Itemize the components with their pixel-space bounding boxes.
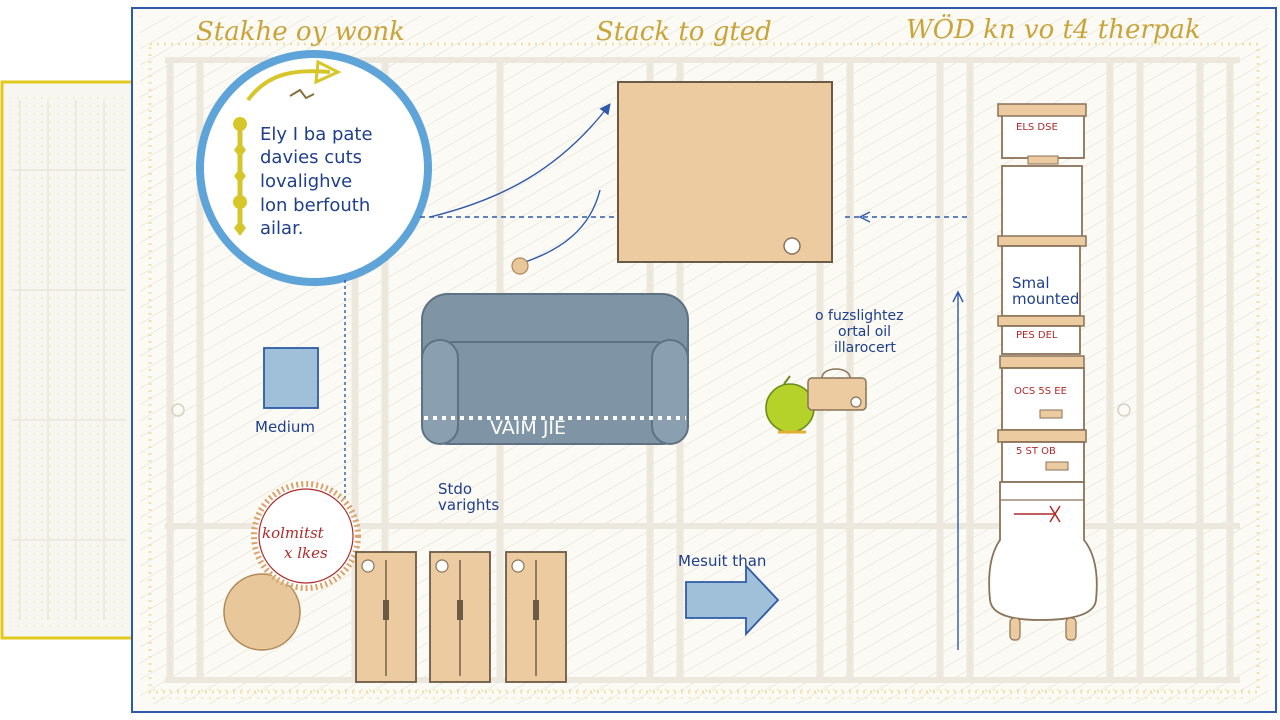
tower-box-label-1: ELS DSE xyxy=(1016,122,1058,133)
callout-line-3: lovalighve xyxy=(260,171,352,192)
connector-lines xyxy=(344,103,970,650)
stud-label-line-1: Stdo xyxy=(438,480,472,498)
round-label-line-2: x lkes xyxy=(284,544,328,562)
round-label-line-1: kolmitst xyxy=(262,524,325,542)
tower-box-label-5: OCS 5S EE xyxy=(1014,386,1067,397)
wall-board xyxy=(617,81,833,263)
tower-box-label-4: PES DEL xyxy=(1016,330,1058,341)
lightez-label-line-3: illarocert xyxy=(834,340,896,356)
header-left: Stakhe oy wonk xyxy=(196,17,405,47)
stud-label-line-2: varights xyxy=(438,496,499,514)
cabinet-row xyxy=(355,551,567,683)
small-label-line-1: Smal xyxy=(1012,274,1050,292)
lightez-label-line-2: ortal oil xyxy=(838,324,891,340)
callout-line-5: ailar. xyxy=(260,218,304,239)
callout-line-1: Ely I ba pate xyxy=(260,124,373,145)
cabinet xyxy=(355,551,417,683)
sofa: VAIM JIE xyxy=(421,293,689,445)
small-label-line-2: mounted xyxy=(1012,290,1079,308)
mount-icon xyxy=(783,237,801,255)
callout-line-4: lon berfouth xyxy=(260,195,370,216)
callout-bubble: Ely I ba pate davies cuts lovalighve lon… xyxy=(196,50,432,286)
header-right: WÖD kn vo t4 therpak xyxy=(906,13,1201,45)
cabinet xyxy=(505,551,567,683)
left-side-panel xyxy=(0,80,138,640)
medium-box: Medium xyxy=(255,347,319,436)
header-row: Stakhe oy wonk Stack to gted WÖD kn vo t… xyxy=(196,13,1201,47)
tower-box-label-6: 5 ST OB xyxy=(1016,446,1056,457)
round-label: kolmitst x lkes xyxy=(223,481,361,651)
lightez-label-line-1: o fuzslightez xyxy=(815,308,903,324)
bottom-border xyxy=(150,686,1250,702)
sofa-label: VAIM JIE xyxy=(490,417,566,439)
arrow-shape: Mesuit than xyxy=(678,552,780,637)
measure-label: Mesuit than xyxy=(678,552,766,570)
knob-icon xyxy=(511,257,529,275)
callout-line-2: davies cuts xyxy=(260,147,362,168)
curved-arrow-icon xyxy=(246,69,331,102)
cabinet xyxy=(429,551,491,683)
medium-label: Medium xyxy=(255,418,315,436)
bag-icon xyxy=(807,368,867,411)
box-tower: ELS DSE Smal mounted PES DEL OCS 5S EE 5… xyxy=(988,103,1098,641)
header-center: Stack to gted xyxy=(596,17,772,47)
